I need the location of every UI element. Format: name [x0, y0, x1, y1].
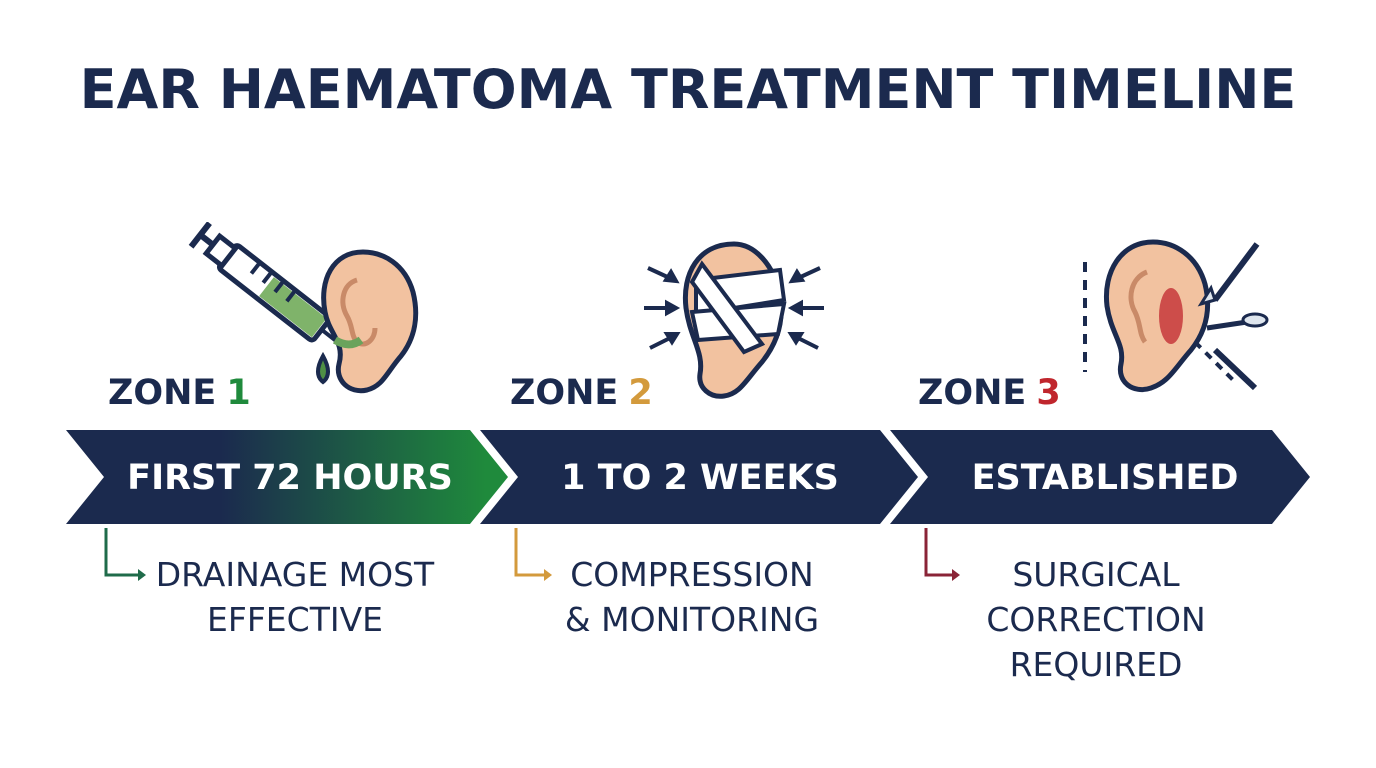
- band-label-3: ESTABLISHED: [971, 458, 1239, 498]
- zone-2-note: COMPRESSION & MONITORING: [552, 552, 832, 642]
- zone-1-note: DRAINAGE MOST EFFECTIVE: [140, 552, 450, 642]
- ear-surgical-tools-icon: [1075, 232, 1275, 406]
- connector-1: [104, 528, 138, 577]
- syringe-drainage-ear-icon: [185, 221, 425, 406]
- zone-2-number: 2: [628, 373, 653, 413]
- timeline-segment-2: [480, 430, 918, 524]
- zone-1-number: 1: [226, 373, 251, 413]
- page-title: EAR HAEMATOMA TREATMENT TIMELINE: [79, 58, 1297, 121]
- zone-3-note-line-2: CORRECTION: [986, 600, 1206, 639]
- timeline-segment-1: [66, 430, 508, 524]
- band-label-2: 1 TO 2 WEEKS: [561, 458, 839, 498]
- zone-1-note-line-1: DRAINAGE MOST: [155, 555, 435, 594]
- connector-2-arrow: [544, 569, 552, 581]
- bandaged-ear-compression-icon: [640, 240, 830, 404]
- connector-1-arrow: [138, 569, 146, 581]
- zone-3-number: 3: [1036, 373, 1061, 413]
- timeline-segment-3: [890, 430, 1310, 524]
- zone-3-note-line-3: REQUIRED: [1009, 645, 1183, 684]
- zone-3-note-line-1: SURGICAL: [1012, 555, 1180, 594]
- band-label-1: FIRST 72 HOURS: [127, 458, 453, 498]
- connector-2: [514, 528, 544, 577]
- connector-3: [924, 528, 952, 577]
- zone-2-note-line-2: & MONITORING: [564, 600, 820, 639]
- zone-3-note: SURGICAL CORRECTION REQUIRED: [966, 552, 1226, 687]
- connector-3-arrow: [952, 569, 960, 581]
- zone-2-note-line-1: COMPRESSION: [570, 555, 814, 594]
- zone-1-note-line-2: EFFECTIVE: [206, 600, 384, 639]
